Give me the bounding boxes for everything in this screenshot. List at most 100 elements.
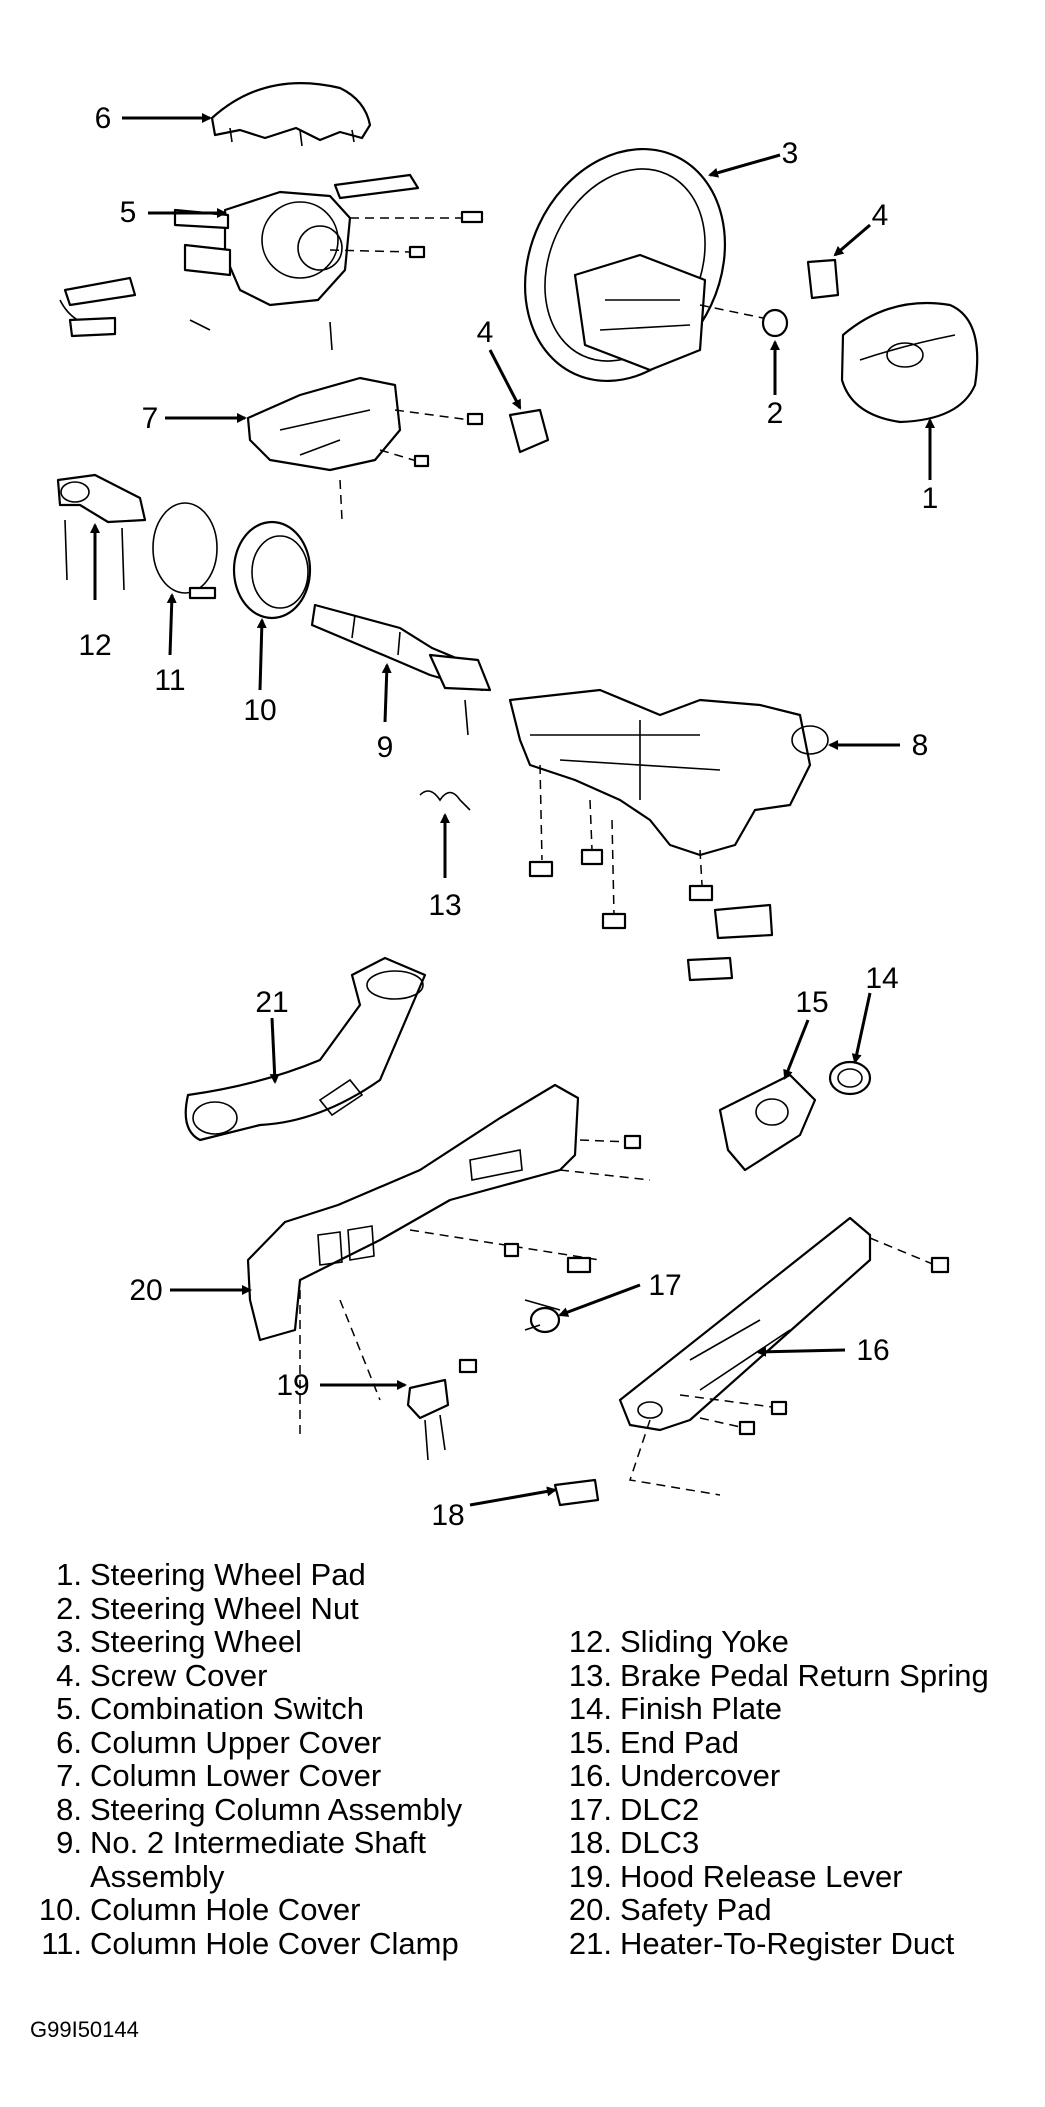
combination-switch bbox=[59, 173, 484, 351]
column-upper-cover bbox=[210, 82, 372, 147]
legend-num: 3. bbox=[56, 1624, 82, 1659]
legend-num: 1. bbox=[56, 1557, 82, 1592]
callout-19: 19 bbox=[276, 1369, 309, 1402]
legend-item-9: 9.No. 2 Intermediate Shaft bbox=[30, 1826, 462, 1860]
column-hole-cover-clamp bbox=[152, 502, 218, 600]
sliding-yoke bbox=[56, 473, 147, 591]
legend-item-16: 16.Undercover bbox=[560, 1759, 989, 1793]
legend-item-10: 10.Column Hole Cover bbox=[30, 1893, 462, 1927]
legend-item-4: 4.Screw Cover bbox=[30, 1657, 462, 1693]
callout-6: 6 bbox=[95, 102, 112, 135]
legend-num: 16. bbox=[568, 1758, 612, 1793]
legend-num: 21. bbox=[568, 1925, 612, 1961]
legend-num: 7. bbox=[56, 1758, 82, 1793]
legend-item-11: 11.Column Hole Cover Clamp bbox=[30, 1925, 462, 1961]
legend-num: 17. bbox=[568, 1791, 612, 1827]
legend-item-21: 21.Heater-To-Register Duct bbox=[560, 1925, 989, 1961]
legend-item-13: 13.Brake Pedal Return Spring bbox=[560, 1657, 989, 1693]
callout-13: 13 bbox=[428, 889, 461, 922]
callout-8: 8 bbox=[912, 729, 929, 762]
legend-text: Hood Release Lever bbox=[620, 1858, 903, 1894]
legend-text: Finish Plate bbox=[620, 1691, 782, 1726]
legend-num: 6. bbox=[56, 1724, 82, 1760]
legend-item-19: 19.Hood Release Lever bbox=[560, 1858, 989, 1894]
legend-text: No. 2 Intermediate Shaft bbox=[90, 1825, 427, 1860]
callout-2: 2 bbox=[767, 397, 784, 430]
legend-text: Safety Pad bbox=[620, 1892, 772, 1927]
legend-item-15: 15.End Pad bbox=[560, 1724, 989, 1760]
legend-text: Combination Switch bbox=[90, 1691, 364, 1726]
dlc2 bbox=[524, 1256, 592, 1334]
legend-num: 14. bbox=[568, 1691, 612, 1726]
callout-17: 17 bbox=[648, 1269, 681, 1302]
legend-text: Steering Wheel Pad bbox=[90, 1557, 366, 1592]
brake-pedal-return-spring bbox=[419, 790, 471, 811]
legend-item-18: 18.DLC3 bbox=[560, 1826, 989, 1860]
legend-text: Steering Column Assembly bbox=[90, 1791, 463, 1827]
callout-15: 15 bbox=[795, 986, 828, 1019]
legend-text: Sliding Yoke bbox=[620, 1624, 789, 1659]
legend-num: 13. bbox=[568, 1657, 612, 1693]
legend-item-1: 1.Steering Wheel Pad bbox=[30, 1558, 462, 1592]
callout-4b: 4 bbox=[477, 316, 494, 349]
legend-num: 4. bbox=[56, 1657, 82, 1693]
figure-code: G99I50144 bbox=[30, 2017, 139, 2042]
legend-item-14: 14.Finish Plate bbox=[560, 1692, 989, 1726]
dlc3 bbox=[553, 1478, 600, 1507]
legend-item-17: 17.DLC2 bbox=[560, 1791, 989, 1827]
legend-num: 8. bbox=[56, 1791, 82, 1827]
safety-pad bbox=[246, 1083, 651, 1440]
legend-num: 9. bbox=[56, 1825, 82, 1860]
callout-10: 10 bbox=[243, 694, 276, 727]
steering-column-assembly bbox=[508, 688, 829, 982]
legend-text: Assembly bbox=[90, 1858, 225, 1894]
hood-release-lever bbox=[406, 1358, 478, 1461]
legend-item-8: 8.Steering Column Assembly bbox=[30, 1791, 463, 1827]
legend-text: DLC3 bbox=[620, 1825, 700, 1860]
legend-item-20: 20.Safety Pad bbox=[560, 1893, 989, 1927]
end-pad bbox=[718, 1073, 817, 1172]
steering-wheel-nut bbox=[699, 304, 789, 338]
legend-num: 12. bbox=[568, 1624, 612, 1659]
legend-num: 15. bbox=[568, 1724, 612, 1760]
legend-item-12: 12.Sliding Yoke bbox=[560, 1625, 989, 1659]
legend-item-6: 6.Column Upper Cover bbox=[30, 1724, 462, 1760]
finish-plate bbox=[828, 1060, 872, 1096]
legend-item-3: 3.Steering Wheel bbox=[30, 1625, 462, 1659]
callout-20: 20 bbox=[129, 1274, 162, 1307]
legend-item-2: 2.Steering Wheel Nut bbox=[30, 1591, 462, 1626]
callout-3: 3 bbox=[782, 137, 799, 170]
callout-11: 11 bbox=[154, 664, 185, 697]
screw-cover bbox=[508, 258, 840, 454]
callout-16: 16 bbox=[856, 1334, 889, 1367]
steering-wheel bbox=[523, 147, 727, 383]
callout-4a: 4 bbox=[872, 199, 889, 232]
legend-text: Brake Pedal Return Spring bbox=[620, 1657, 989, 1693]
undercover bbox=[618, 1216, 950, 1496]
legend-text: Column Lower Cover bbox=[90, 1758, 382, 1793]
leader-lines bbox=[90, 113, 935, 1507]
callout-12: 12 bbox=[78, 629, 111, 662]
steering-wheel-pad bbox=[840, 301, 979, 424]
legend-text: Steering Wheel bbox=[90, 1624, 302, 1659]
legend-text: Undercover bbox=[620, 1758, 781, 1793]
legend-text: Column Upper Cover bbox=[90, 1724, 382, 1760]
legend-text: DLC2 bbox=[620, 1791, 700, 1827]
callout-5: 5 bbox=[120, 196, 137, 229]
legend-num: 18. bbox=[568, 1825, 612, 1860]
callout-9: 9 bbox=[377, 731, 394, 764]
parts-legend-left: 1.Steering Wheel Pad 2.Steering Wheel Nu… bbox=[30, 1558, 462, 1960]
callout-14: 14 bbox=[865, 962, 898, 995]
intermediate-shaft-assembly bbox=[310, 603, 492, 736]
legend-text: Heater-To-Register Duct bbox=[620, 1925, 955, 1961]
legend-num: 11. bbox=[41, 1925, 82, 1961]
heater-to-register-duct bbox=[184, 956, 427, 1142]
callout-21: 21 bbox=[255, 986, 288, 1019]
callout-7: 7 bbox=[142, 402, 159, 435]
legend-num: 20. bbox=[568, 1892, 612, 1927]
legend-num: 5. bbox=[56, 1691, 82, 1726]
legend-text: Column Hole Cover bbox=[90, 1892, 361, 1927]
callout-1: 1 bbox=[922, 482, 939, 515]
legend-text: Column Hole Cover Clamp bbox=[90, 1925, 459, 1961]
column-lower-cover bbox=[246, 376, 484, 521]
